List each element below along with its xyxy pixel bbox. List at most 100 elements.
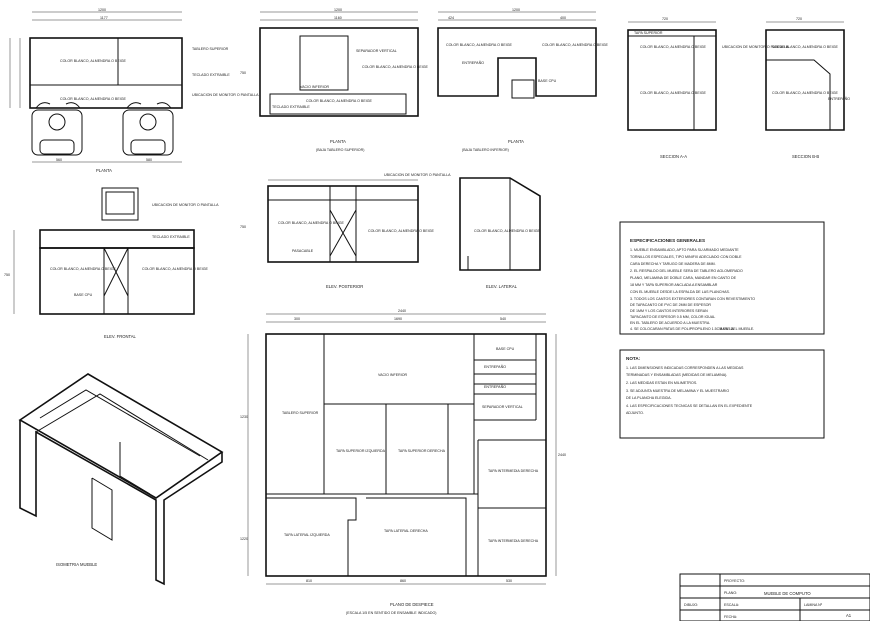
title-block-label: FECHA:	[724, 615, 737, 619]
view-title: PLANTA	[96, 168, 112, 173]
dim-label: 2440	[398, 309, 406, 313]
notes-title: NOTA:	[626, 356, 641, 361]
view-title: ELEV. POSTERIOR	[326, 284, 363, 289]
title-block-label: DIBUJO:	[684, 603, 698, 607]
spec-line: 1. MUEBLE ENSAMBLADO, APTO PARA SU ARMAD…	[630, 248, 739, 252]
plan-label: BASE CPU	[538, 79, 557, 83]
section-label: TAPA SUPERIOR	[634, 31, 663, 35]
plan-top-board-removed: 1200 1160 SEPARADOR VERTICAL COLOR BLANC…	[240, 8, 429, 152]
specs-title: ESPECIFICACIONES GENERALES	[630, 238, 705, 243]
title-block-label: LAMINA Nº	[804, 603, 823, 607]
piece-label: ENTREPAÑO	[484, 384, 506, 389]
note-line: TERMINADAS Y ENSAMBLADAS (MEDIDAS DE MEL…	[626, 373, 727, 377]
dim-label: 750	[4, 273, 10, 277]
spec-line: DE 1MM Y LOS CANTOS INTERIORES SERAN	[630, 309, 708, 313]
elev-label: COLOR BLANCO, ALMENDRA O BEIGE	[474, 229, 541, 233]
section-label: COLOR BLANCO, ALMENDRA O BEIGE	[772, 91, 839, 95]
title-block-label: ESCALA:	[724, 603, 739, 607]
spec-line: TORNILLOS ESPECIALES, TIPO MINIFIX ADECU…	[630, 255, 742, 259]
plan-label: COLOR BLANCO, ALMENDRA O BEIGE	[446, 43, 513, 47]
section-label: COLOR BLANCO, ALMENDRA O BEIGE	[772, 45, 839, 49]
dim-label: 2440	[558, 453, 566, 457]
elev-label: COLOR BLANCO, ALMENDRA O BEIGE	[50, 267, 117, 271]
cutting-plan: 2440 300 1690 540 1230 1220 2440 TABLERO…	[240, 309, 566, 615]
dim-label: 720	[796, 17, 802, 21]
elev-label: TECLADO EXTRAIBLE	[152, 235, 190, 239]
spec-line: 4. SE COLOCARAN PATAS DE POLIPROPILENO 1…	[630, 327, 734, 331]
plan-top-with-chairs: 1200 1177 COLOR BLANCO, ALMENDRA O BEIGE…	[9, 8, 259, 173]
dim-label: 810	[306, 579, 312, 583]
title-block-label: PROYECTO:	[724, 579, 745, 583]
spec-line: DE TAPACANTO DE PVC DE 2MM DE ESPESOR	[630, 303, 711, 307]
elev-label: UBICACION DE MONITOR O PANTALLA	[152, 203, 219, 207]
view-title: SECCION B-B	[792, 154, 819, 159]
spec-line: PLANO, MELAMINA DE DOBLE CARA, MANDAR EN…	[630, 276, 737, 280]
spec-line: 2. EL RESPALDO DEL MUEBLE SERA DE TABLER…	[630, 269, 743, 273]
elev-label: COLOR BLANCO, ALMENDRA O BEIGE	[142, 267, 209, 271]
view-title: ELEV. LATERAL	[486, 284, 518, 289]
specifications-box: ESPECIFICACIONES GENERALES 1. MUEBLE ENS…	[619, 221, 825, 335]
spec-line: CARA DERECHA Y TARUGO DE MADERA DE 8MM.	[630, 262, 716, 266]
view-subtitle: (BAJA TABLERO SUPERIOR)	[316, 148, 364, 152]
sheet-number: A1	[846, 613, 852, 618]
piece-label: TAPA INTERMEDIA DERECHA	[488, 539, 539, 543]
plan-label: TECLADO EXTRAIBLE	[272, 105, 310, 109]
spec-line: EN EL TABLERO DE ACUERDO A LA MUESTRA.	[630, 321, 710, 325]
piece-label: TAPA INTERMEDIA DERECHA	[488, 469, 539, 473]
dim-label: 300	[294, 317, 300, 321]
dim-label: 580	[146, 158, 152, 162]
spec-line: CON EL MUEBLE DESDE LA ESPALDA DE LAS PL…	[630, 290, 730, 294]
section-label: ENTREPAÑO	[828, 96, 850, 101]
side-elevation: COLOR BLANCO, ALMENDRA O BEIGE ELEV. LAT…	[459, 177, 541, 289]
piece-label: TAPA LATERAL IZQUIERDA	[284, 533, 330, 537]
dim-label: 1220	[240, 537, 248, 541]
elev-label: UBICACION DE MONITOR O PANTALLA	[384, 173, 451, 177]
elev-label: COLOR BLANCO, ALMENDRA O BEIGE	[368, 229, 435, 233]
spec-line: 18 MM Y TAPA SUPERIOR ANCLADA A ENSAMBLA…	[630, 283, 718, 287]
section-b-b: 720 COLOR BLANCO, ALMENDRA O BEIGE COLOR…	[765, 17, 850, 159]
back-elevation: COLOR BLANCO, ALMENDRA O BEIGE COLOR BLA…	[240, 173, 451, 289]
note-line: DE LA PLANCHA ELEGIDA.	[626, 396, 672, 400]
plan-label: COLOR BLANCO, ALMENDRA O BEIGE	[306, 99, 373, 103]
elev-label: BASE CPU	[74, 293, 93, 297]
plan-bottom-board-removed: 1200 424 400 COLOR BLANCO, ALMENDRA O BE…	[437, 8, 609, 152]
view-title: PLANO DE DESPIECE	[390, 602, 434, 607]
dim-label: 530	[506, 579, 512, 583]
section-label: UBICACION DE MONITOR O PANTALLA	[722, 45, 789, 49]
section-label: COLOR BLANCO, ALMENDRA O BEIGE	[640, 45, 707, 49]
piece-label: TAPA SUPERIOR DERECHA	[398, 449, 446, 453]
dim-label: 560	[56, 158, 62, 162]
plan-label: COLOR BLANCO, ALMENDRA O BEIGE	[542, 43, 609, 47]
note-line: 4. LAS ESPECIFICACIONES TECNICAS SE DETA…	[626, 404, 753, 408]
section-label: COLOR BLANCO, ALMENDRA O BEIGE	[640, 91, 707, 95]
dim-label: 1230	[240, 415, 248, 419]
piece-label: TAPA SUPERIOR IZQUIERDA	[336, 449, 386, 453]
note-line: 1. LAS DIMENSIONES INDICADAS CORRESPONDE…	[626, 366, 744, 370]
piece-label: BASE CPU	[496, 347, 515, 351]
plan-label: TECLADO EXTRAIBLE	[192, 73, 230, 77]
dim-label: 1690	[394, 317, 402, 321]
dim-label: 424	[448, 16, 454, 20]
dim-label: 540	[500, 317, 506, 321]
person-right-icon	[122, 102, 174, 156]
dim-label: 1200	[512, 8, 520, 12]
plan-label: SEPARADOR VERTICAL	[356, 49, 397, 53]
plan-label: COLOR BLANCO, ALMENDRA O BEIGE	[60, 59, 127, 63]
plan-label: COLOR BLANCO, ALMENDRA O BEIGE	[362, 65, 429, 69]
view-title: ISOMETRIA MUEBLE	[56, 562, 97, 567]
dim-label: 860	[400, 579, 406, 583]
note-line: ADJUNTO.	[626, 411, 644, 415]
note-line: 3. SE ADJUNTA MUESTRA DE MELAMINA Y EL M…	[626, 389, 729, 393]
notes-box: NOTA: 1. LAS DIMENSIONES INDICADAS CORRE…	[619, 349, 825, 439]
isometric-view: ISOMETRIA MUEBLE	[18, 373, 224, 586]
note-line: 2. LAS MEDIDAS ESTAN EN MILIMETROS.	[626, 381, 697, 385]
plan-label: TABLERO SUPERIOR	[192, 47, 229, 51]
plan-label: VACIO INFERIOR	[300, 85, 329, 89]
view-title: ELEV. FRONTAL	[104, 334, 137, 339]
piece-label: TABLERO SUPERIOR	[282, 411, 319, 415]
piece-label: TAPA LATERAL DERECHA	[384, 529, 428, 533]
view-title: PLANTA	[330, 139, 346, 144]
spec-line: TAPACANTO DE ESPESOR 0.5 MM, COLOR IGUAL	[630, 315, 715, 319]
piece-label: SEPARADOR VERTICAL	[482, 405, 523, 409]
